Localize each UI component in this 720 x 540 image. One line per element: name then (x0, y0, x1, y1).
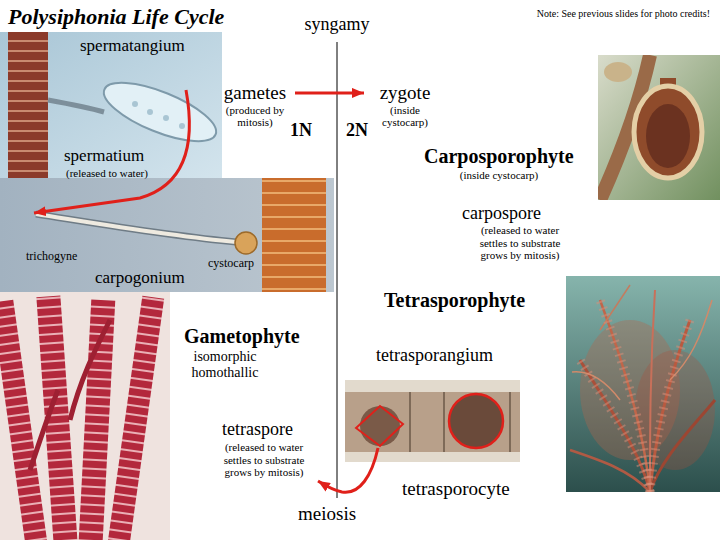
small-cystocarp (604, 62, 632, 82)
stage-text-group: gametes(produced by mitosis) (218, 80, 292, 131)
part-label: cystocarp (208, 257, 254, 271)
note-text: (released to water) (66, 167, 148, 180)
tetrasporangium-photo (345, 380, 520, 462)
cell-wall (509, 392, 511, 452)
tetrasporocyte-outline (356, 406, 403, 446)
stage-label: carpospore (462, 203, 541, 224)
carpogonium-photo (0, 178, 334, 292)
trichogyne-outline (36, 214, 236, 242)
process-label: syngamy (292, 14, 382, 35)
branch (30, 390, 58, 470)
part-label: tetrasporangium (376, 345, 493, 366)
ploidy-divider (337, 42, 338, 498)
cystocarp-shape (235, 232, 257, 254)
photo-ground (598, 55, 720, 200)
filament (78, 300, 115, 540)
stage-label: gametes (220, 82, 290, 104)
carpospore-mass (646, 104, 690, 168)
branch (70, 320, 110, 420)
cell-dot (132, 101, 138, 107)
fuzz (650, 320, 690, 492)
generation-label: Gametophyte (184, 325, 300, 348)
filament (345, 392, 520, 452)
filament (8, 32, 48, 178)
syngamy-arrow (295, 91, 364, 94)
generation-label: Carposporophyte (424, 145, 574, 168)
part-label: spermatangium (80, 36, 185, 56)
note-text: isomorphic homothallic (180, 349, 270, 381)
filament (108, 296, 165, 540)
slide-title: Polysiphonia Life Cycle (8, 4, 224, 29)
part-label: carpogonium (95, 268, 185, 288)
note-text: (released to water settles to substrate … (212, 441, 316, 479)
part-label: trichogyne (26, 250, 77, 264)
cell-dot (179, 123, 185, 129)
cystocarp-shape (634, 86, 702, 178)
tetrasporocyte-cell (360, 406, 400, 446)
generation-label: Tetrasporophyte (384, 289, 525, 312)
branch (650, 290, 655, 492)
stage-text-group: zygote(inside cystocarp) (368, 80, 442, 131)
spermatium-arrow (34, 90, 189, 213)
cystocarp-photo (598, 55, 720, 200)
filament (262, 178, 326, 292)
note-text: (released to water settles to substrate … (466, 224, 574, 262)
photo-ground (0, 178, 334, 292)
note-text: (produced by mitosis) (220, 104, 290, 129)
stage-label: zygote (370, 82, 440, 104)
stage-label: tetraspore (222, 419, 293, 440)
tetrasporophyte-photo (566, 276, 720, 492)
gametophyte-photo (0, 292, 170, 540)
part-label: tetrasporocyte (402, 478, 510, 500)
cell-wall (409, 392, 411, 452)
note-text: Note: See previous slides for photo cred… (537, 8, 710, 20)
ploidy-label: 2N (346, 120, 368, 141)
ploidy-label: 1N (290, 120, 312, 141)
process-label: meiosis (298, 503, 356, 525)
tetrasporocyte-outline (449, 394, 503, 448)
cell-dot (163, 115, 169, 121)
cell-wall (443, 392, 445, 452)
note-text: (inside cystocarp) (370, 104, 440, 129)
branch (650, 320, 690, 492)
spermatangium-shape (97, 71, 222, 153)
photo-ground (345, 380, 520, 462)
stalk (48, 100, 104, 112)
photo-ground (566, 276, 720, 492)
cell-dot (147, 109, 153, 115)
trichogyne-shape (36, 214, 236, 242)
part-label: spermatium (64, 146, 144, 166)
meiosis-arrow (318, 448, 378, 492)
branch (570, 450, 650, 492)
fuzz (580, 360, 650, 492)
note-text: (inside cystocarp) (444, 169, 554, 182)
